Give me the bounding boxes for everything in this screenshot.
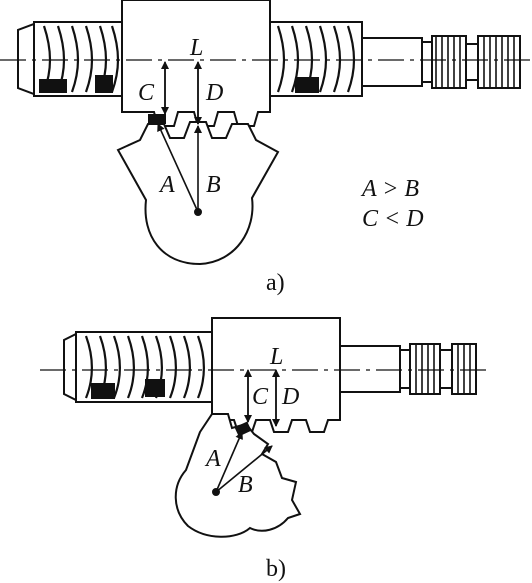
worm-shaft-b xyxy=(63,331,477,403)
label-B-b: B xyxy=(238,472,253,498)
label-C-b: C xyxy=(252,384,269,410)
label-D-a: D xyxy=(205,80,223,106)
caption-a: a) xyxy=(266,270,285,296)
figure-b xyxy=(40,317,490,538)
label-L-a: L xyxy=(189,35,203,61)
sector-gear-b xyxy=(174,413,302,538)
label-A-a: A xyxy=(158,172,175,198)
label-A-b: A xyxy=(204,446,221,472)
label-B-a: B xyxy=(206,172,221,198)
figure-a xyxy=(0,0,532,266)
ball-nut-a xyxy=(121,0,271,127)
relation-c-lt-d: C < D xyxy=(362,206,424,232)
relation-a-gt-b: A > B xyxy=(360,176,419,202)
label-L-b: L xyxy=(269,344,283,370)
label-D-b: D xyxy=(281,384,299,410)
vectors-a xyxy=(157,61,202,213)
caption-b: b) xyxy=(266,556,286,582)
vectors-b xyxy=(215,369,280,493)
label-C-a: C xyxy=(138,80,155,106)
